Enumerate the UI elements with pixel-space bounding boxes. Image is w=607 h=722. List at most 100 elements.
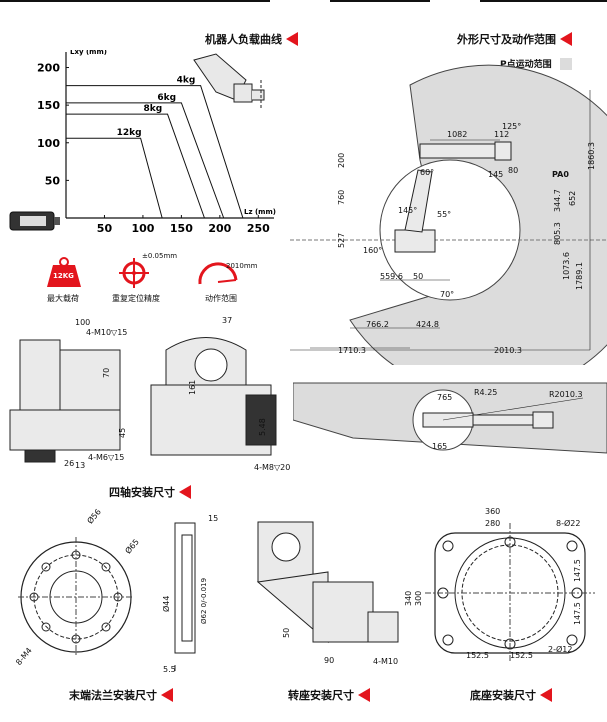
precision-value: ±0.05mm	[142, 252, 178, 260]
dim-5-48: 5.48	[258, 418, 267, 436]
dim-1073-6: 1073.6	[562, 252, 571, 280]
dim-805-3: 805.3	[553, 222, 562, 245]
dim-145: 145	[488, 170, 504, 179]
dim-360: 360	[485, 507, 501, 516]
series-line-12kg	[66, 137, 163, 219]
series-label-8kg: 8kg	[144, 104, 163, 114]
dim-50: 50	[413, 272, 424, 281]
dim-2010-3: 2010.3	[494, 346, 522, 355]
dim-1789-1: 1789.1	[575, 262, 584, 290]
dim-160deg: 160°	[363, 246, 383, 255]
range-swatch	[559, 57, 572, 70]
dim-4-m10: 4-M10	[373, 657, 399, 666]
range-value: 2010mm	[226, 262, 258, 270]
dim-d44: Ø44	[162, 595, 171, 612]
dim-765: 765	[437, 393, 453, 402]
y-axis-label: Lxy (mm)	[70, 50, 107, 56]
dim-37: 37	[222, 316, 233, 325]
red-arrow-icon	[560, 32, 572, 46]
dim-147-5-bottom: 147.5	[573, 602, 582, 625]
x-tick-label: 100	[131, 222, 154, 235]
p-range-legend: P点运动范围	[500, 57, 572, 70]
series-line-6kg	[66, 102, 225, 219]
y-tick-label: 50	[45, 174, 61, 187]
axis4-title: 四轴安装尺寸	[109, 484, 191, 500]
dim-r4-25: R4.25	[474, 388, 498, 397]
dim-r2010-3: R2010.3	[549, 390, 583, 399]
dim-766-2: 766.2	[366, 320, 389, 329]
dim-1710-3: 1710.3	[338, 346, 366, 355]
dim-652: 652	[568, 190, 577, 206]
turntable-drawing	[256, 521, 399, 644]
red-arrow-icon	[540, 688, 552, 702]
axis4-side-drawing	[9, 339, 121, 463]
series-label-6kg: 6kg	[157, 93, 176, 103]
dim-4-m10: 4-M10▽15	[86, 328, 128, 337]
top-border	[0, 0, 607, 4]
x-axis-label: Lz (mm)	[244, 208, 276, 216]
dim-340: 340	[404, 590, 413, 606]
flange-section-drawing	[174, 522, 196, 671]
dim-152-5-left: 152.5	[466, 651, 489, 660]
gripper-sketch	[9, 211, 60, 231]
dim-424-8: 424.8	[416, 320, 439, 329]
dim-145deg: 145°	[398, 206, 418, 215]
payload-badge: 12KG	[53, 272, 74, 280]
series-line-4kg	[66, 85, 244, 219]
load-curve-title: 机器人负载曲线	[205, 31, 298, 47]
dim-55deg: 55°	[437, 210, 452, 219]
top-view-drawing	[293, 382, 607, 454]
dim-70deg: 70°	[440, 290, 455, 299]
precision-caption: 重复定位精度	[112, 294, 160, 303]
dim-280: 280	[485, 519, 501, 528]
range-arc-icon	[198, 262, 238, 285]
x-tick-label: 50	[97, 222, 113, 235]
y-tick-label: 100	[37, 137, 60, 150]
series-label-12kg: 12kg	[117, 128, 142, 138]
range-caption: 动作范围	[205, 294, 237, 303]
dimensions-title: 外形尺寸及动作范围	[457, 31, 572, 47]
dim-50: 50	[282, 627, 291, 638]
dim-d62: Ø62 0/-0.019	[200, 577, 208, 624]
dim-45: 45	[118, 427, 127, 438]
base-title: 底座安装尺寸	[470, 687, 552, 703]
dim-60deg: 60°	[420, 168, 435, 177]
dim-15: 15	[208, 514, 219, 523]
flange-title: 末端法兰安装尺寸	[69, 687, 173, 703]
y-tick-label: 150	[37, 99, 60, 112]
x-tick-label: 200	[208, 222, 231, 235]
crosshair-icon	[119, 258, 149, 288]
dim-4-m6: 4-M6▽15	[88, 453, 125, 462]
dim-80: 80	[508, 166, 519, 175]
dim-200: 200	[337, 152, 346, 168]
dim-26: 26	[64, 459, 75, 468]
dim-1860-3: 1860.3	[587, 142, 596, 170]
axis4-front-drawing	[150, 337, 277, 456]
dim-4-m8: 4-M8▽20	[254, 463, 291, 472]
dim-147-5-top: 147.5	[573, 559, 582, 582]
x-tick-label: 150	[170, 222, 193, 235]
dim-90: 90	[324, 656, 335, 665]
dim-2-d12: 2-Ø12	[548, 645, 573, 654]
dim-70: 70	[102, 367, 111, 378]
dim-100: 100	[75, 318, 91, 327]
dim-344-7: 344.7	[553, 189, 562, 212]
dim-165: 165	[432, 442, 448, 451]
dim-527: 527	[337, 232, 346, 248]
x-tick-label: 250	[247, 222, 270, 235]
turntable-title: 转座安装尺寸	[288, 687, 370, 703]
series-line-8kg	[66, 113, 205, 219]
dim-112: 112	[494, 130, 510, 139]
series-label-4kg: 4kg	[177, 76, 196, 86]
side-view-drawing	[290, 64, 607, 365]
dim-760: 760	[337, 189, 346, 205]
red-arrow-icon	[179, 485, 191, 499]
robot-wrist-sketch	[193, 53, 265, 110]
dim-5-5: 5.5	[163, 665, 176, 674]
red-arrow-icon	[358, 688, 370, 702]
dim-125deg: 125°	[502, 122, 522, 131]
red-arrow-icon	[286, 32, 298, 46]
dim-pa0: PA0	[552, 170, 569, 179]
weight-icon	[47, 257, 81, 287]
